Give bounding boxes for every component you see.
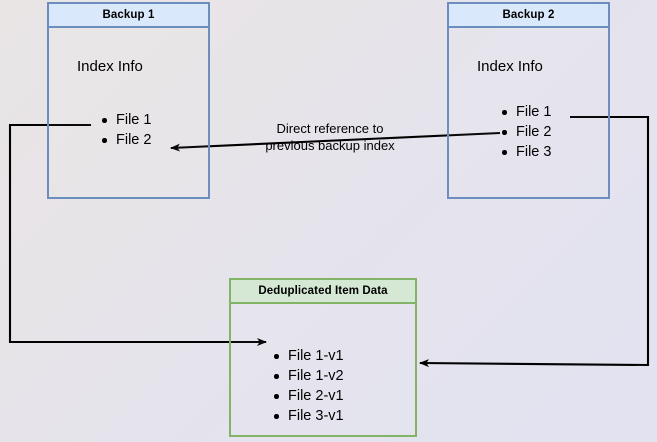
list-item: File 2	[501, 122, 551, 142]
backup2-index-info-label: Index Info	[477, 58, 543, 75]
backup2-body: Index Info File 1 File 2 File 3	[449, 28, 608, 197]
backup1-box[interactable]: Backup 1 Index Info File 1 File 2	[47, 2, 210, 199]
list-item: File 1-v2	[273, 366, 344, 386]
backup2-file-list: File 1 File 2 File 3	[501, 102, 551, 162]
dedup-body: File 1-v1 File 1-v2 File 2-v1 File 3-v1	[231, 304, 415, 435]
list-item: File 2-v1	[273, 386, 344, 406]
backup1-index-info-label: Index Info	[77, 58, 143, 75]
backup1-file-list: File 1 File 2	[101, 110, 151, 150]
list-item: File 1-v1	[273, 346, 344, 366]
backup2-box[interactable]: Backup 2 Index Info File 1 File 2 File 3	[447, 2, 610, 199]
deduplicated-item-data-box[interactable]: Deduplicated Item Data File 1-v1 File 1-…	[229, 278, 417, 437]
list-item: File 3	[501, 142, 551, 162]
backup1-body: Index Info File 1 File 2	[49, 28, 208, 197]
list-item: File 2	[101, 130, 151, 150]
dedup-header: Deduplicated Item Data	[231, 280, 415, 304]
backup1-header: Backup 1	[49, 4, 208, 28]
direct-reference-label: Direct reference to previous backup inde…	[265, 121, 395, 153]
list-item: File 1	[101, 110, 151, 130]
dedup-file-list: File 1-v1 File 1-v2 File 2-v1 File 3-v1	[273, 346, 344, 426]
list-item: File 1	[501, 102, 551, 122]
list-item: File 3-v1	[273, 406, 344, 426]
backup2-header: Backup 2	[449, 4, 608, 28]
